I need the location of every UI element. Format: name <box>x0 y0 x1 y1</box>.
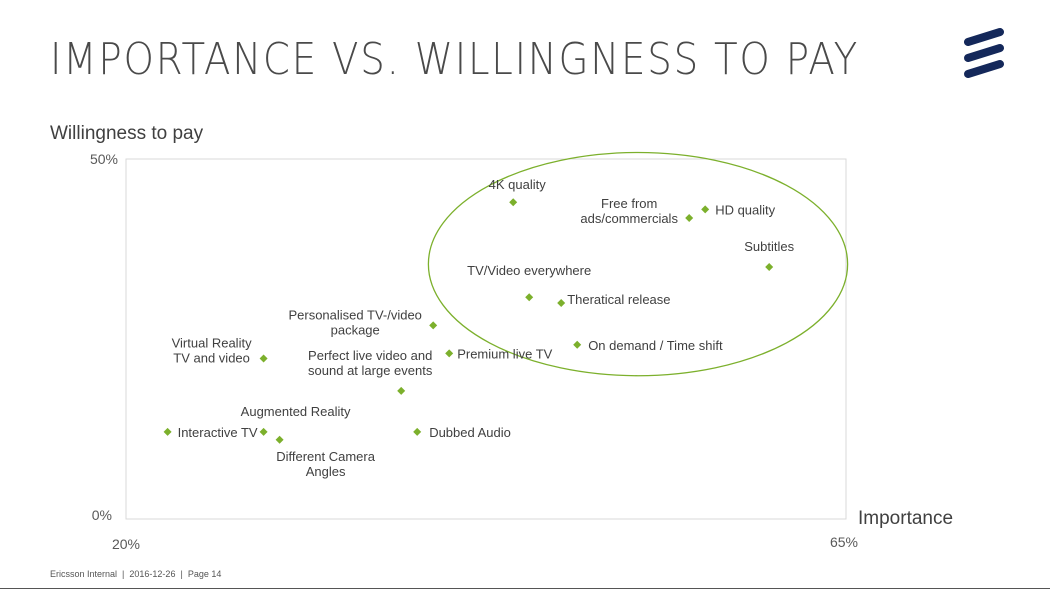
data-point-label: Subtitles <box>744 239 794 254</box>
ericsson-logo-icon <box>964 28 1004 78</box>
data-point-marker <box>397 386 406 395</box>
x-tick-label: 65% <box>830 534 858 550</box>
data-point-label: TV/Video everywhere <box>467 263 591 278</box>
data-point-label: Dubbed Audio <box>429 425 511 440</box>
data-point-marker <box>557 299 566 307</box>
data-point-label: Premium live TV <box>457 346 552 361</box>
footer-date: 2016-12-26 <box>129 569 176 579</box>
data-point-label: HD quality <box>715 202 775 217</box>
slide-title: IMPORTANCE VS. WILLINGNESS TO PAY <box>50 34 859 85</box>
footer-page: Page 14 <box>187 569 222 579</box>
data-point-marker <box>275 435 284 444</box>
data-point-marker <box>445 349 454 358</box>
data-point-marker <box>765 263 774 271</box>
data-point-marker <box>509 198 518 207</box>
x-axis-title: Importance <box>858 508 953 529</box>
data-point-marker <box>429 321 438 330</box>
data-point-marker <box>685 214 694 223</box>
data-point-label: Interactive TV <box>178 425 258 440</box>
logo-bar <box>964 60 1004 78</box>
logo-bar <box>964 44 1004 62</box>
data-point-marker <box>259 427 268 436</box>
highlight-ellipse <box>427 151 849 377</box>
footer-separator: | <box>180 569 183 579</box>
footer-classification: Ericsson Internal <box>50 569 118 579</box>
data-point-marker <box>573 340 582 349</box>
y-axis-title: Willingness to pay <box>50 123 204 144</box>
footer-separator: | <box>122 569 125 579</box>
data-point-marker <box>525 293 534 302</box>
data-point-marker <box>163 427 172 436</box>
data-point-marker <box>259 354 268 363</box>
footer-divider <box>0 588 1050 589</box>
y-tick-label: 50% <box>90 151 118 167</box>
data-point-marker <box>701 205 710 214</box>
data-point-label: 4K quality <box>489 177 547 192</box>
data-point-marker <box>413 427 422 436</box>
data-point-label: On demand / Time shift <box>588 338 723 353</box>
y-tick-label: 0% <box>92 507 112 523</box>
x-tick-label: 20% <box>112 536 140 552</box>
data-point-label: Augmented Reality <box>241 404 351 419</box>
plot-area <box>125 158 847 520</box>
logo-bar <box>964 28 1004 46</box>
footer: Ericsson Internal | 2016-12-26 | Page 14 <box>50 569 221 579</box>
data-point-label: Theratical release <box>567 292 670 307</box>
